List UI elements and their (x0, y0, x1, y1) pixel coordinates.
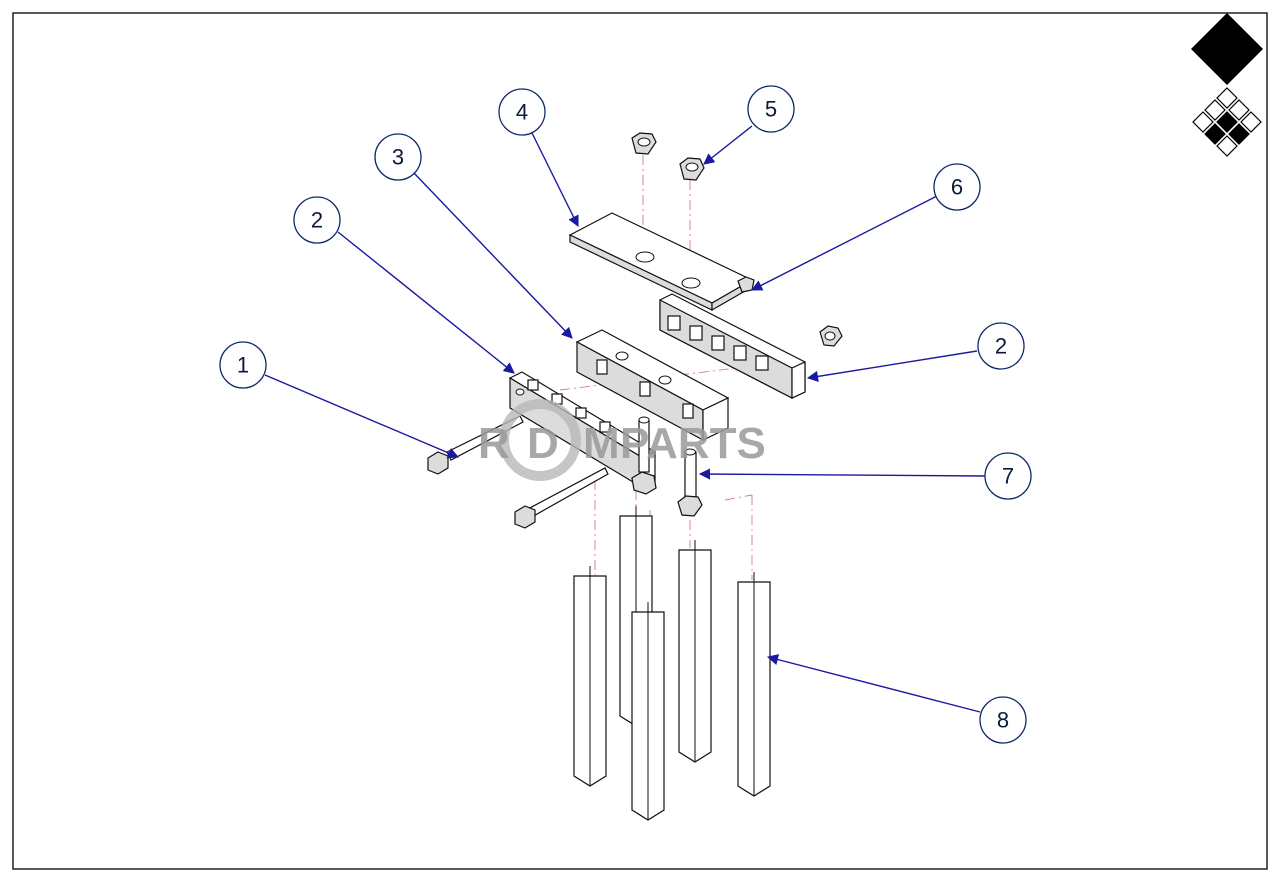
short-bolt-part (638, 416, 703, 517)
callout-7-label: 7 (1002, 464, 1014, 489)
watermark-logo: R D M PARTS (478, 399, 766, 481)
callout-2-right-label: 2 (995, 334, 1007, 359)
watermark-parts: PARTS (620, 419, 766, 468)
small-diamonds-logo-icon (1192, 87, 1262, 157)
callout-3-label: 3 (392, 145, 404, 170)
callout-6-label: 6 (951, 175, 963, 200)
watermark-letter-r: R (478, 419, 510, 468)
tine-blades-part (573, 506, 771, 821)
leader-lines (264, 125, 986, 713)
spacer-block-part (575, 329, 730, 442)
callout-2-right: 2 (977, 322, 1025, 370)
callout-1: 1 (219, 341, 267, 389)
lock-nut-part (631, 132, 843, 347)
callout-8: 8 (979, 696, 1027, 744)
callout-1-label: 1 (237, 353, 249, 378)
callout-8-label: 8 (997, 708, 1009, 733)
callout-5: 5 (747, 85, 795, 133)
toothed-bar-right-part (659, 293, 806, 399)
watermark-letter-m: M (583, 419, 620, 468)
callout-4-label: 4 (516, 100, 528, 125)
diamond-logo-icon (1191, 13, 1263, 85)
callout-2-left: 2 (293, 196, 341, 244)
watermark-letter-d: D (527, 419, 559, 468)
callout-5-label: 5 (765, 97, 777, 122)
callout-3: 3 (374, 133, 422, 181)
callout-2-left-label: 2 (311, 208, 323, 233)
callout-6: 6 (933, 163, 981, 211)
clamp-plate-part (568, 212, 755, 312)
callout-7: 7 (984, 452, 1032, 500)
callout-4: 4 (498, 88, 546, 136)
drawing-frame (12, 12, 1268, 870)
